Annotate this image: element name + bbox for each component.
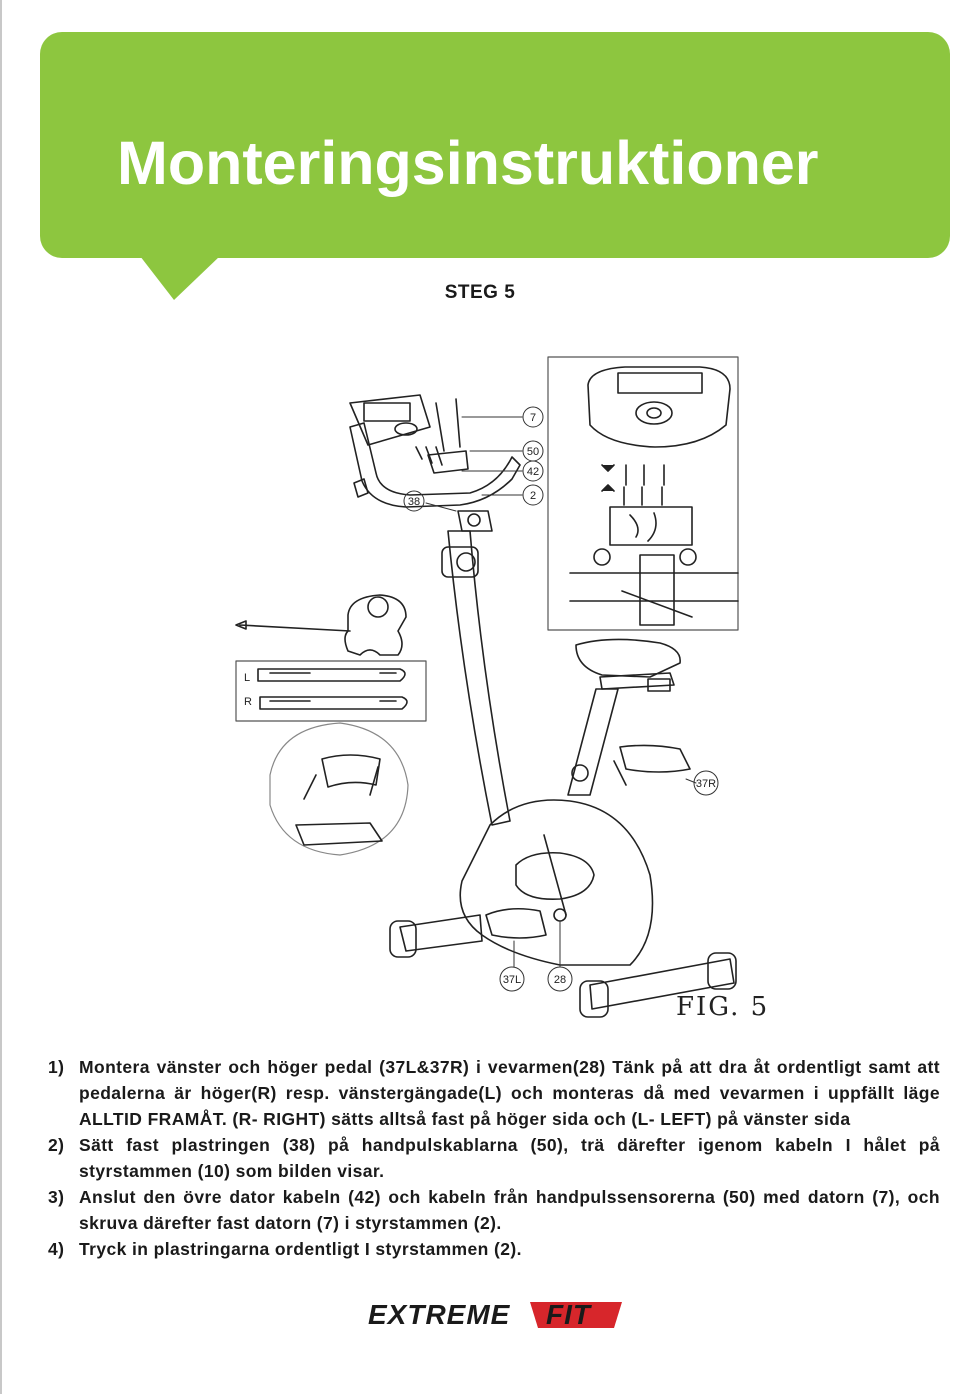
instruction-item: 4) Tryck in plastringarna ordentligt I s… bbox=[48, 1236, 940, 1262]
strap-label-l: L bbox=[244, 672, 250, 684]
console-detail-inset bbox=[547, 356, 739, 631]
callout-28: 28 bbox=[554, 974, 566, 986]
instruction-list: 1) Montera vänster och höger pedal (37L&… bbox=[48, 1054, 940, 1262]
pedal-detail-circle bbox=[269, 722, 409, 856]
instruction-number: 1) bbox=[48, 1057, 65, 1077]
pedal-strap-inset: L R bbox=[235, 660, 427, 722]
instruction-text: Montera vänster och höger pedal (37L&37R… bbox=[79, 1057, 940, 1129]
console-assembly bbox=[349, 394, 443, 466]
callout-37r: 37R bbox=[696, 778, 716, 790]
tools bbox=[235, 594, 407, 656]
page-title: Monteringsinstruktioner bbox=[117, 129, 819, 197]
instruction-number: 2) bbox=[48, 1135, 65, 1155]
instruction-item: 1) Montera vänster och höger pedal (37L&… bbox=[48, 1054, 940, 1132]
callout-2: 2 bbox=[530, 490, 536, 502]
callout-42: 42 bbox=[527, 466, 539, 478]
logo-text-extreme: EXTREME bbox=[368, 1299, 511, 1330]
callout-38: 38 bbox=[408, 496, 420, 508]
left-pedal bbox=[485, 907, 547, 939]
step-label: STEG 5 bbox=[444, 282, 516, 303]
instruction-text: Tryck in plastringarna ordentligt I styr… bbox=[79, 1239, 522, 1259]
stabilizers bbox=[389, 914, 737, 1018]
instruction-text: Sätt fast plastringen (38) på handpulska… bbox=[79, 1135, 940, 1181]
instruction-item: 2) Sätt fast plastringen (38) på handpul… bbox=[48, 1132, 940, 1184]
handlebar-post bbox=[441, 530, 511, 826]
instruction-number: 4) bbox=[48, 1239, 65, 1259]
seat-assembly bbox=[567, 638, 681, 796]
instruction-number: 3) bbox=[48, 1187, 65, 1207]
logo-text-fit: FIT bbox=[546, 1299, 593, 1330]
extremefit-logo: EXTREME FIT bbox=[368, 1299, 622, 1330]
instruction-item: 3) Anslut den övre dator kabeln (42) och… bbox=[48, 1184, 940, 1236]
callout-50: 50 bbox=[527, 446, 539, 458]
right-pedal bbox=[613, 744, 691, 786]
callout-37l: 37L bbox=[503, 974, 521, 986]
assembly-illustration: L R bbox=[235, 356, 739, 1018]
callouts: 7 50 42 2 38 37R 37L 28 bbox=[403, 406, 719, 992]
handlebar bbox=[349, 398, 521, 532]
instruction-text: Anslut den övre dator kabeln (42) och ka… bbox=[79, 1187, 940, 1233]
frame-body bbox=[459, 799, 654, 966]
page-edge bbox=[0, 0, 2, 1394]
figure-label: FIG. 5 bbox=[676, 992, 770, 1022]
title-banner bbox=[40, 32, 950, 258]
callout-7: 7 bbox=[530, 412, 536, 424]
banner-tail bbox=[140, 256, 220, 300]
strap-label-r: R bbox=[244, 696, 252, 708]
